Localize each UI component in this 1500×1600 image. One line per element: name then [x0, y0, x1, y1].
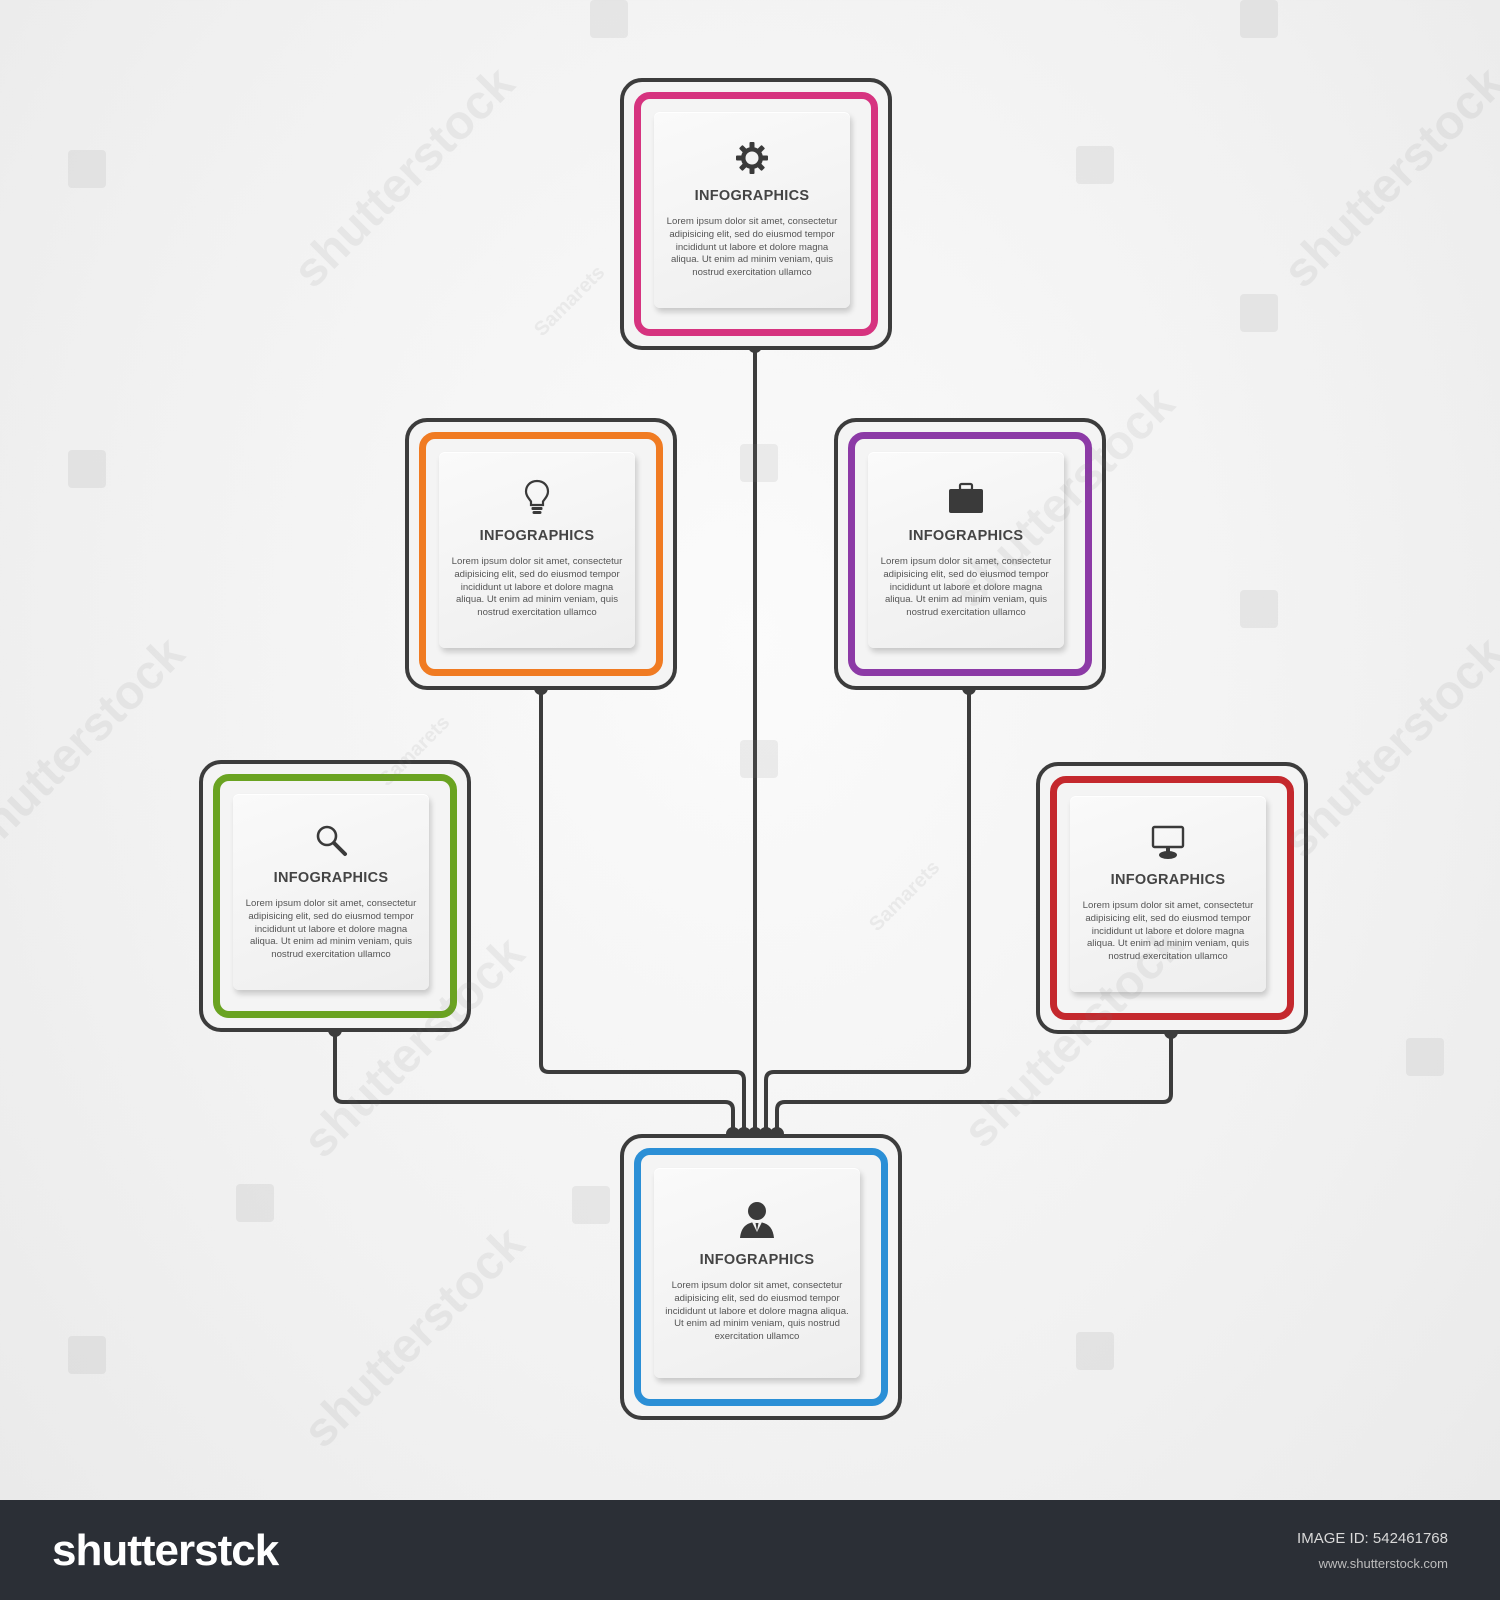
connector-lower-left [333, 1030, 735, 1134]
node-body-text: Lorem ipsum dolor sit amet, consectetur … [1082, 900, 1254, 963]
gear-icon [654, 138, 850, 178]
diagram-canvas: INFOGRAPHICS Lorem ipsum dolor sit amet,… [0, 0, 1500, 1458]
lightbulb-icon [439, 478, 635, 518]
monitor-icon [1070, 822, 1266, 862]
node-color-ring [1050, 776, 1294, 1020]
user-icon [654, 1200, 860, 1240]
image-id: IMAGE ID: 542461768 [1297, 1530, 1448, 1547]
node-color-ring [213, 774, 457, 1018]
node-card: INFOGRAPHICS Lorem ipsum dolor sit amet,… [654, 1168, 860, 1378]
image-id-value: 542461768 [1372, 1530, 1448, 1547]
node-body-text: Lorem ipsum dolor sit amet, consectetur … [245, 898, 417, 961]
shutterstock-logo: shutterstck [52, 1526, 279, 1575]
node-title: INFOGRAPHICS [273, 870, 389, 886]
node-color-ring [634, 92, 878, 336]
node-title: INFOGRAPHICS [699, 1252, 815, 1268]
node-title: INFOGRAPHICS [1110, 872, 1226, 888]
node-color-ring [419, 432, 663, 676]
connector-upper-left [539, 688, 746, 1134]
node-body-text: Lorem ipsum dolor sit amet, consectetur … [666, 216, 838, 279]
node-title: INFOGRAPHICS [908, 528, 1024, 544]
node-title: INFOGRAPHICS [694, 188, 810, 204]
connector-lower-right [775, 1032, 1173, 1134]
node-body-text: Lorem ipsum dolor sit amet, consectetur … [880, 556, 1052, 619]
connector-upper-right [764, 688, 971, 1134]
node-card: INFOGRAPHICS Lorem ipsum dolor sit amet,… [654, 112, 850, 308]
node-color-ring [634, 1148, 888, 1406]
node-lower-right: INFOGRAPHICS Lorem ipsum dolor sit amet,… [1036, 762, 1308, 1034]
node-card: INFOGRAPHICS Lorem ipsum dolor sit amet,… [868, 452, 1064, 648]
node-bottom: INFOGRAPHICS Lorem ipsum dolor sit amet,… [620, 1134, 902, 1420]
node-card: INFOGRAPHICS Lorem ipsum dolor sit amet,… [233, 794, 429, 990]
node-card: INFOGRAPHICS Lorem ipsum dolor sit amet,… [1070, 796, 1266, 992]
node-body-text: Lorem ipsum dolor sit amet, consectetur … [665, 1280, 849, 1343]
briefcase-icon [868, 478, 1064, 518]
stock-footer: shutterstck IMAGE ID: 542461768 www.shut… [0, 1500, 1500, 1600]
node-title: INFOGRAPHICS [479, 528, 595, 544]
node-upper-right: INFOGRAPHICS Lorem ipsum dolor sit amet,… [834, 418, 1106, 690]
footer-site-link[interactable]: www.shutterstock.com [1318, 1556, 1448, 1571]
node-color-ring [848, 432, 1092, 676]
search-icon [233, 820, 429, 860]
node-lower-left: INFOGRAPHICS Lorem ipsum dolor sit amet,… [199, 760, 471, 1032]
node-upper-left: INFOGRAPHICS Lorem ipsum dolor sit amet,… [405, 418, 677, 690]
node-top: INFOGRAPHICS Lorem ipsum dolor sit amet,… [620, 78, 892, 350]
image-id-label: IMAGE ID: [1297, 1530, 1369, 1547]
node-card: INFOGRAPHICS Lorem ipsum dolor sit amet,… [439, 452, 635, 648]
node-body-text: Lorem ipsum dolor sit amet, consectetur … [451, 556, 623, 619]
